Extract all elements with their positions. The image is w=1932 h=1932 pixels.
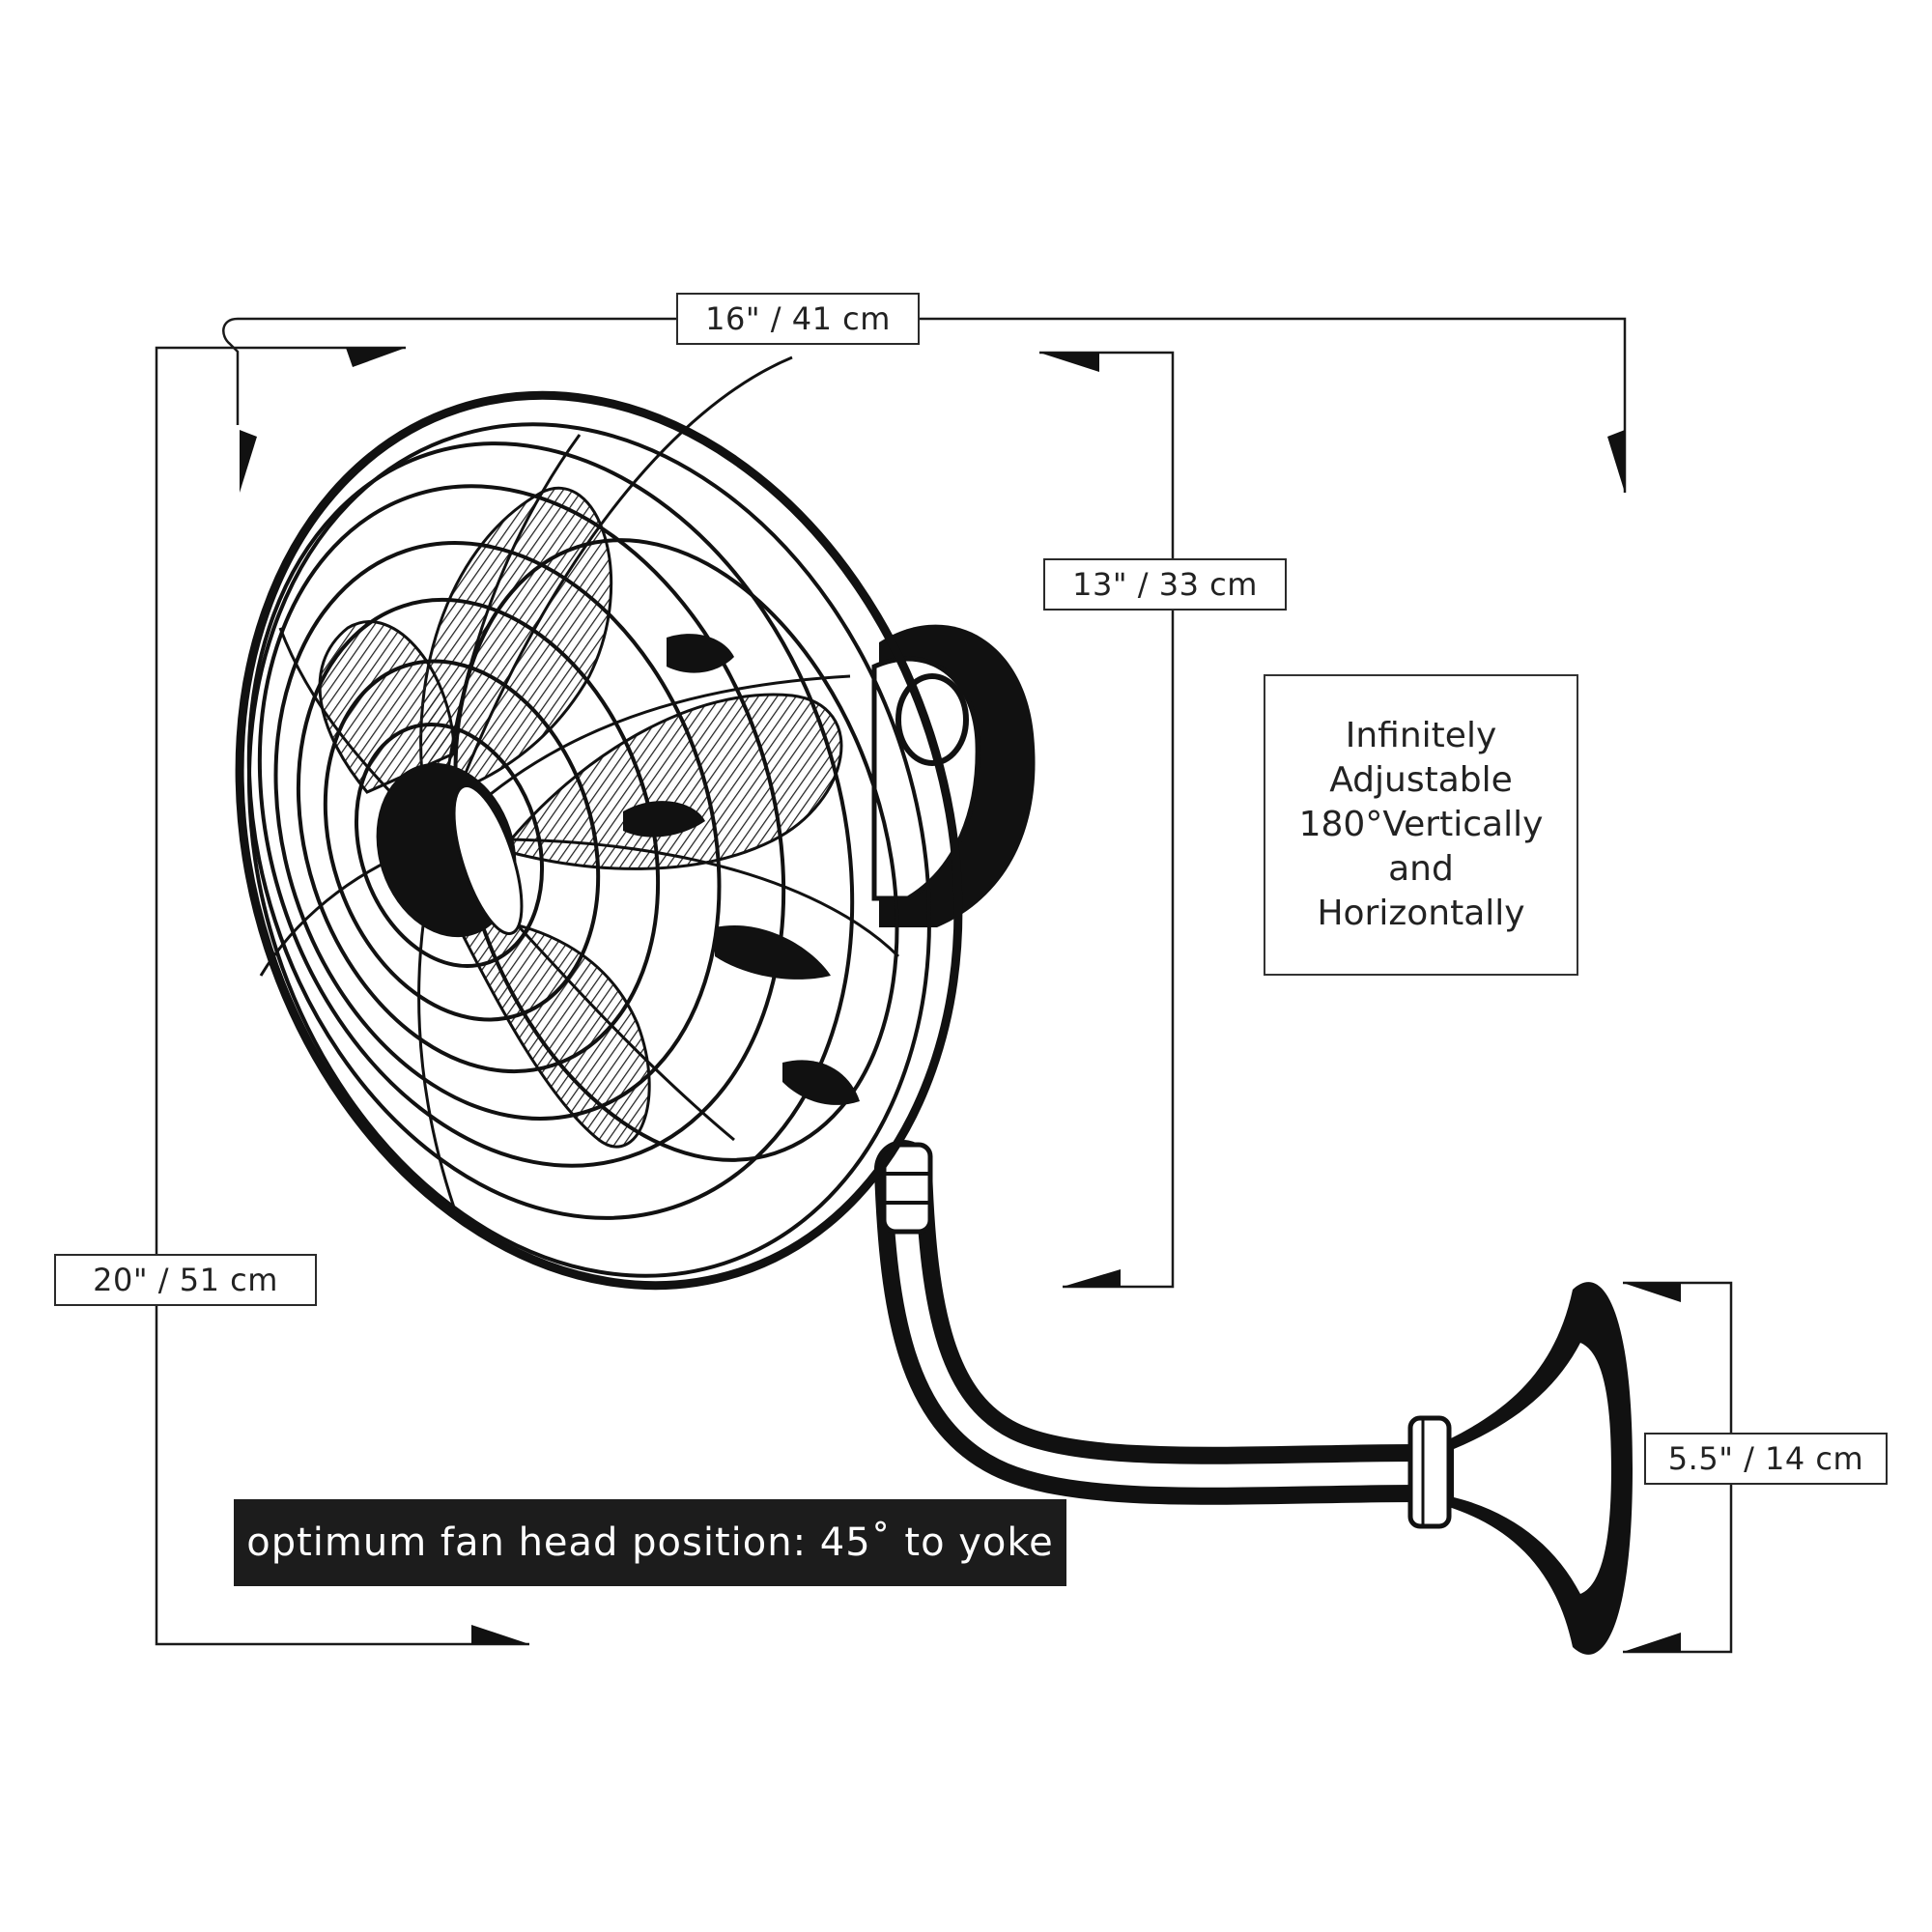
fan-illustration	[235, 355, 1633, 1655]
note-line: Horizontally	[1317, 894, 1525, 933]
arrow-marker	[471, 1625, 529, 1644]
head-dimension-label: 13" / 33 cm	[1043, 558, 1287, 611]
arrow-marker	[1063, 1269, 1121, 1287]
cage-clips	[623, 634, 860, 1105]
height-dimension-line	[155, 346, 529, 1646]
arrow-marker	[1607, 430, 1625, 493]
note-line: Adjustable	[1329, 760, 1513, 800]
wall-base	[1449, 1282, 1633, 1655]
fan-hub	[376, 762, 524, 938]
fan-cage	[235, 355, 963, 1291]
arrow-marker	[1623, 1283, 1681, 1302]
arrow-marker	[240, 430, 257, 493]
head-dimension-line	[1039, 351, 1175, 1289]
depth-dimension-line	[222, 317, 1627, 493]
height-dimension-label: 20" / 51 cm	[54, 1254, 317, 1306]
arrow-marker	[1623, 1633, 1681, 1652]
head-dimension-text: 13" / 33 cm	[1072, 566, 1258, 603]
note-line: 180°Vertically	[1298, 805, 1544, 844]
note-line: and	[1388, 849, 1454, 889]
position-banner-text: optimum fan head position: 45˚ to yoke	[246, 1520, 1054, 1565]
arrow-marker	[346, 348, 406, 367]
adjustability-note: Infinitely Adjustable 180°Vertically and…	[1264, 674, 1578, 976]
position-banner: optimum fan head position: 45˚ to yoke	[234, 1499, 1066, 1586]
height-dimension-text: 20" / 51 cm	[93, 1262, 278, 1298]
base-dimension-text: 5.5" / 14 cm	[1667, 1440, 1864, 1477]
depth-dimension-label: 16" / 41 cm	[676, 293, 920, 345]
base-dimension-label: 5.5" / 14 cm	[1644, 1433, 1888, 1485]
note-line: Infinitely	[1345, 716, 1497, 755]
yoke-arm	[874, 1140, 1452, 1529]
depth-dimension-text: 16" / 41 cm	[705, 300, 891, 337]
arrow-marker	[1039, 353, 1099, 372]
